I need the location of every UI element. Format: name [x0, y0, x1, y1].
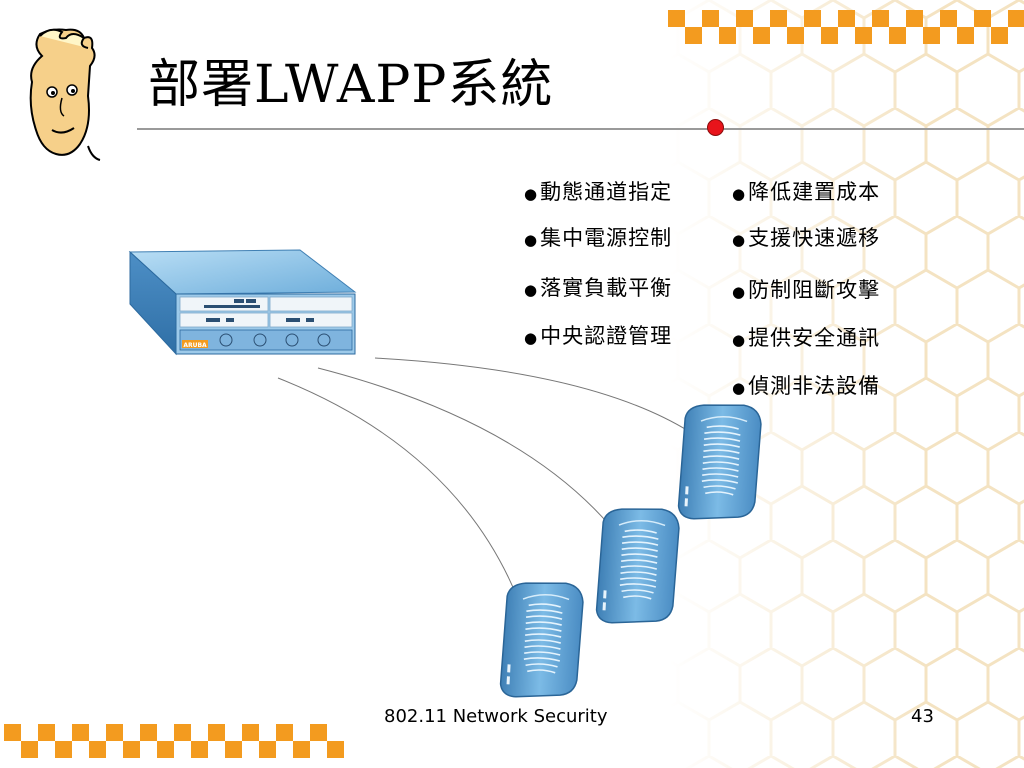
page-title: 部署LWAPP系統	[148, 55, 554, 115]
page-number: 43	[911, 706, 934, 727]
list-item: ●落實負載平衡	[524, 276, 673, 300]
connection-line	[317, 367, 613, 529]
cartoon-face-icon	[29, 28, 101, 161]
footer-title: 802.11 Network Security	[384, 706, 608, 727]
list-item: ●動態通道指定	[524, 180, 673, 204]
bullet-icon: ●	[524, 230, 539, 249]
title-dot-icon	[707, 119, 724, 136]
list-item: ●降低建置成本	[732, 180, 881, 204]
list-item: ●提供安全通訊	[732, 326, 881, 350]
title-divider	[137, 128, 1024, 130]
list-item: ●偵測非法設備	[732, 374, 881, 398]
access-point-icon	[677, 401, 763, 523]
list-item: ●集中電源控制	[524, 226, 673, 250]
bullet-icon: ●	[732, 330, 747, 349]
list-item: ●支援快速遞移	[732, 226, 881, 250]
access-point-icon	[595, 505, 681, 627]
bullet-icon: ●	[732, 184, 747, 203]
controller-icon: ARUBA	[128, 249, 357, 356]
controller-brand: ARUBA	[183, 342, 207, 349]
list-item: ●中央認證管理	[524, 324, 673, 348]
connection-line	[277, 377, 521, 605]
connection-line	[374, 357, 691, 433]
access-point-icon	[499, 579, 585, 701]
list-item: ●防制阻斷攻擊	[732, 278, 881, 302]
bullet-icon: ●	[524, 328, 539, 347]
bullet-icon: ●	[732, 230, 747, 249]
bullet-icon: ●	[524, 184, 539, 203]
bullet-icon: ●	[732, 282, 747, 301]
bullet-icon: ●	[732, 378, 747, 397]
bullet-icon: ●	[524, 280, 539, 299]
